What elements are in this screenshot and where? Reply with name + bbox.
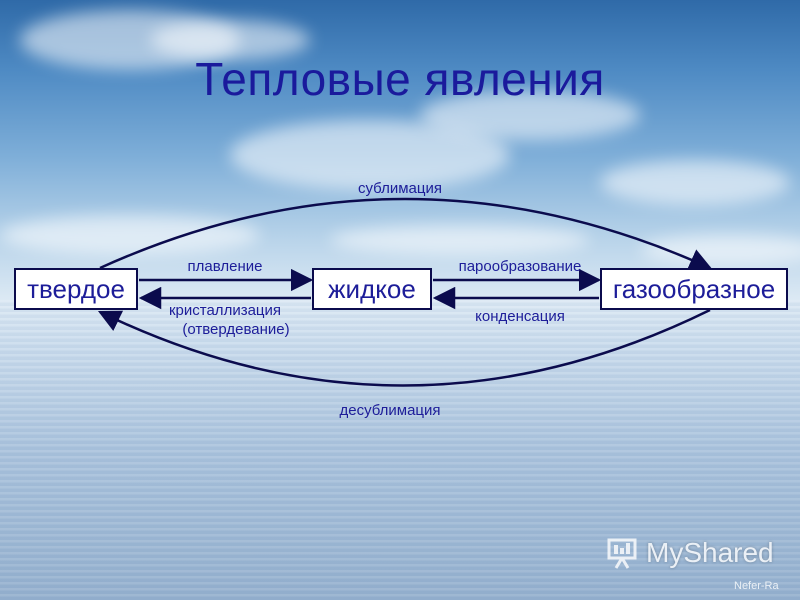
desublimation-arrow (97, 308, 711, 387)
credit-text: Nefer-Ra (734, 580, 779, 592)
watermark-logo: MyShared (606, 536, 774, 570)
sublimation-arrow (99, 197, 713, 270)
label-desublimation: десублимация (339, 402, 441, 419)
label-crystallization-note: (отвердевание) (182, 321, 290, 338)
label-melting: плавление (187, 258, 263, 275)
logo-text: MyShared (646, 537, 774, 568)
state-solid-box: твердое (14, 268, 138, 310)
label-vaporization: парообразование (458, 258, 582, 275)
label-crystallization: кристаллизация (168, 302, 282, 319)
slide-title: Тепловые явления (195, 53, 605, 105)
state-liquid-box: жидкое (312, 268, 432, 310)
presentation-icon (607, 538, 637, 569)
label-condensation: конденсация (475, 308, 565, 325)
label-sublimation: сублимация (358, 180, 442, 197)
state-gas-box: газообразное (600, 268, 788, 310)
